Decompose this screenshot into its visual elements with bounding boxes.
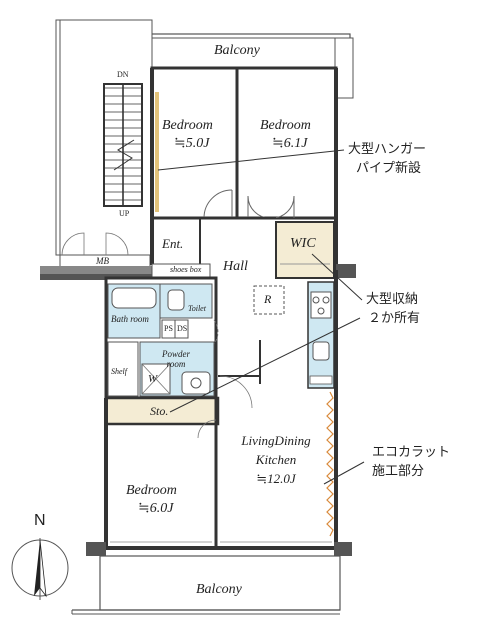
leader-lines	[157, 149, 365, 485]
bedroom-a-size: ≒5.0J	[174, 136, 210, 151]
note-ecocarat-line1: エコカラット	[372, 445, 451, 460]
bedroom-b-name: Bedroom	[260, 118, 311, 133]
bottom-balcony	[71, 555, 341, 615]
note-ecocarat-line2: 施工部分	[372, 464, 425, 479]
note-storage-line2: ２か所有	[368, 311, 421, 326]
balcony-top-label: Balcony	[214, 43, 260, 58]
wic-label: WIC	[290, 236, 316, 251]
shelf-label: Shelf	[111, 367, 127, 376]
stair-up-label: UP	[119, 209, 130, 218]
shoes-box-label: shoes box	[170, 265, 202, 274]
hall-label: Hall	[223, 259, 248, 274]
compass-icon	[11, 538, 69, 600]
ds-label: DS	[177, 324, 188, 333]
entrance-label: Ent.	[162, 236, 184, 251]
bathroom-label: Bath room	[111, 314, 149, 324]
mb-label: MB	[96, 256, 109, 266]
ldk-name: LivingDining	[241, 433, 311, 448]
toilet-label: Toilet	[188, 304, 206, 313]
compass-label: N	[34, 512, 46, 529]
balcony-bottom-label: Balcony	[196, 582, 242, 597]
top-balcony	[149, 33, 354, 99]
storage-label: Sto.	[150, 404, 169, 418]
washer-label: W	[148, 373, 158, 385]
bedroom-b-size: ≒6.1J	[272, 136, 308, 151]
bedroom-c-name: Bedroom	[126, 483, 177, 498]
note-hanger-line1: 大型ハンガー	[348, 142, 427, 157]
bedroom-a-name: Bedroom	[162, 118, 213, 133]
ps-label: PS	[164, 324, 173, 333]
note-storage-line1: 大型収納	[366, 292, 419, 307]
unit-walls	[150, 66, 338, 220]
refrigerator-label: R	[264, 292, 272, 306]
stairwell	[55, 19, 153, 268]
stair-dn-label: DN	[117, 70, 129, 79]
ldk-name2: Kitchen	[255, 452, 297, 467]
note-hanger-line2: パイプ新設	[356, 161, 422, 176]
powder-room-label: Powder room	[162, 349, 190, 369]
bedroom-c-size: ≒6.0J	[138, 501, 174, 516]
ldk-size: ≒12.0J	[256, 471, 296, 486]
